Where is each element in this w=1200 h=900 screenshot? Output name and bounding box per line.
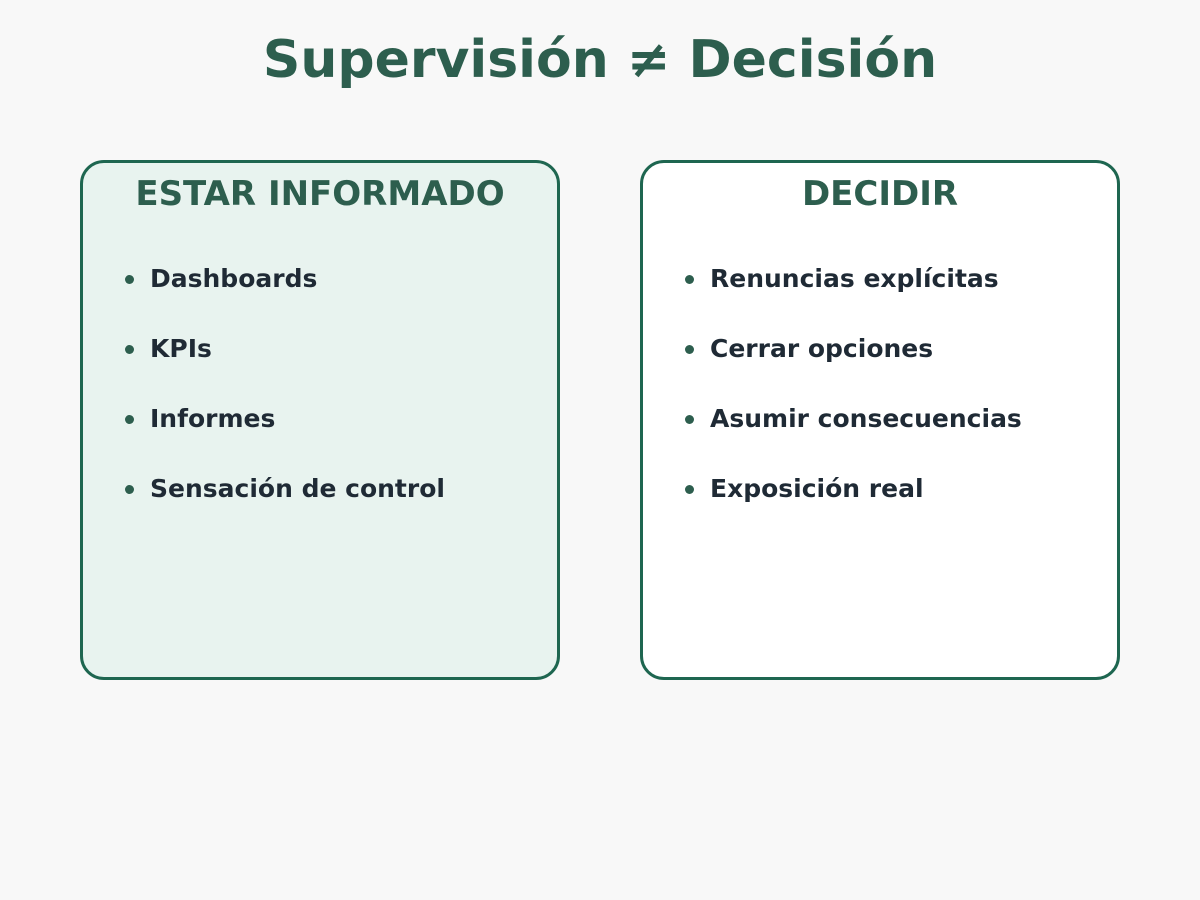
panel-heading: DECIDIR	[801, 174, 959, 214]
list-item: Dashboards	[83, 259, 557, 329]
bullet-icon	[685, 345, 694, 354]
bullet-icon	[685, 275, 694, 284]
list-item: Sensación de control	[83, 469, 557, 539]
list-item-label: Cerrar opciones	[710, 334, 934, 363]
list-item: Renuncias explícitas	[643, 259, 1117, 329]
slide-title: Supervisión ≠ Decisión	[262, 30, 938, 90]
bullet-list: Renuncias explícitas Cerrar opciones Asu…	[643, 259, 1117, 539]
list-item: KPIs	[83, 329, 557, 399]
list-item-label: Informes	[150, 404, 276, 433]
bullet-icon	[125, 275, 134, 284]
list-item-label: Renuncias explícitas	[710, 264, 999, 293]
list-item: Informes	[83, 399, 557, 469]
list-item-label: Sensación de control	[150, 474, 445, 503]
list-item: Exposición real	[643, 469, 1117, 539]
list-item: Asumir consecuencias	[643, 399, 1117, 469]
panel-heading: ESTAR INFORMADO	[135, 174, 505, 214]
list-item-label: KPIs	[150, 334, 212, 363]
bullet-list: Dashboards KPIs Informes Sensación de co…	[83, 259, 557, 539]
bullet-icon	[125, 345, 134, 354]
list-item-label: Asumir consecuencias	[710, 404, 1022, 433]
bullet-icon	[125, 415, 134, 424]
bullet-icon	[685, 415, 694, 424]
panel-decidir: DECIDIR Renuncias explícitas Cerrar opci…	[640, 160, 1120, 680]
bullet-icon	[125, 485, 134, 494]
list-item: Cerrar opciones	[643, 329, 1117, 399]
panel-estar-informado: ESTAR INFORMADO Dashboards KPIs Informes…	[80, 160, 560, 680]
list-item-label: Exposición real	[710, 474, 924, 503]
list-item-label: Dashboards	[150, 264, 318, 293]
bullet-icon	[685, 485, 694, 494]
